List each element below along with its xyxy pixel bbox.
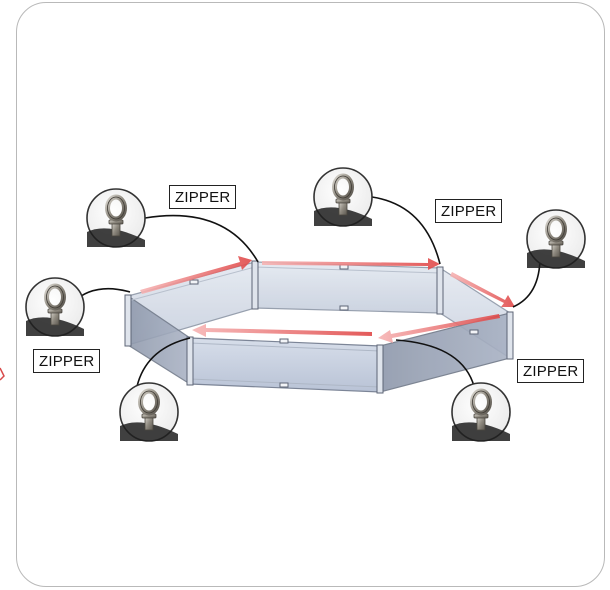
eye-bolt-icon (452, 383, 510, 441)
edge-arrow-mark (0, 367, 5, 381)
zipper-arrow-icon (378, 314, 500, 343)
eye-bolt-icon (314, 168, 372, 226)
zipper-label-right: ZIPPER (517, 359, 585, 383)
panel-clips (124, 260, 514, 394)
zipper-label-left: ZIPPER (33, 349, 101, 373)
zipper-arrow-icon (450, 272, 515, 307)
eye-bolt-icon (120, 383, 178, 441)
eye-bolt-icon (527, 210, 585, 268)
zipper-arrows (140, 256, 515, 343)
eye-bolt-icon (87, 189, 145, 247)
eye-bolt-icon (26, 278, 84, 336)
zipper-arrow-icon (262, 258, 440, 270)
zipper-label-top-left: ZIPPER (169, 185, 237, 209)
zipper-arrow-icon (192, 324, 372, 337)
zipper-label-top-right: ZIPPER (435, 199, 503, 223)
zipper-arrow-icon (140, 256, 252, 294)
